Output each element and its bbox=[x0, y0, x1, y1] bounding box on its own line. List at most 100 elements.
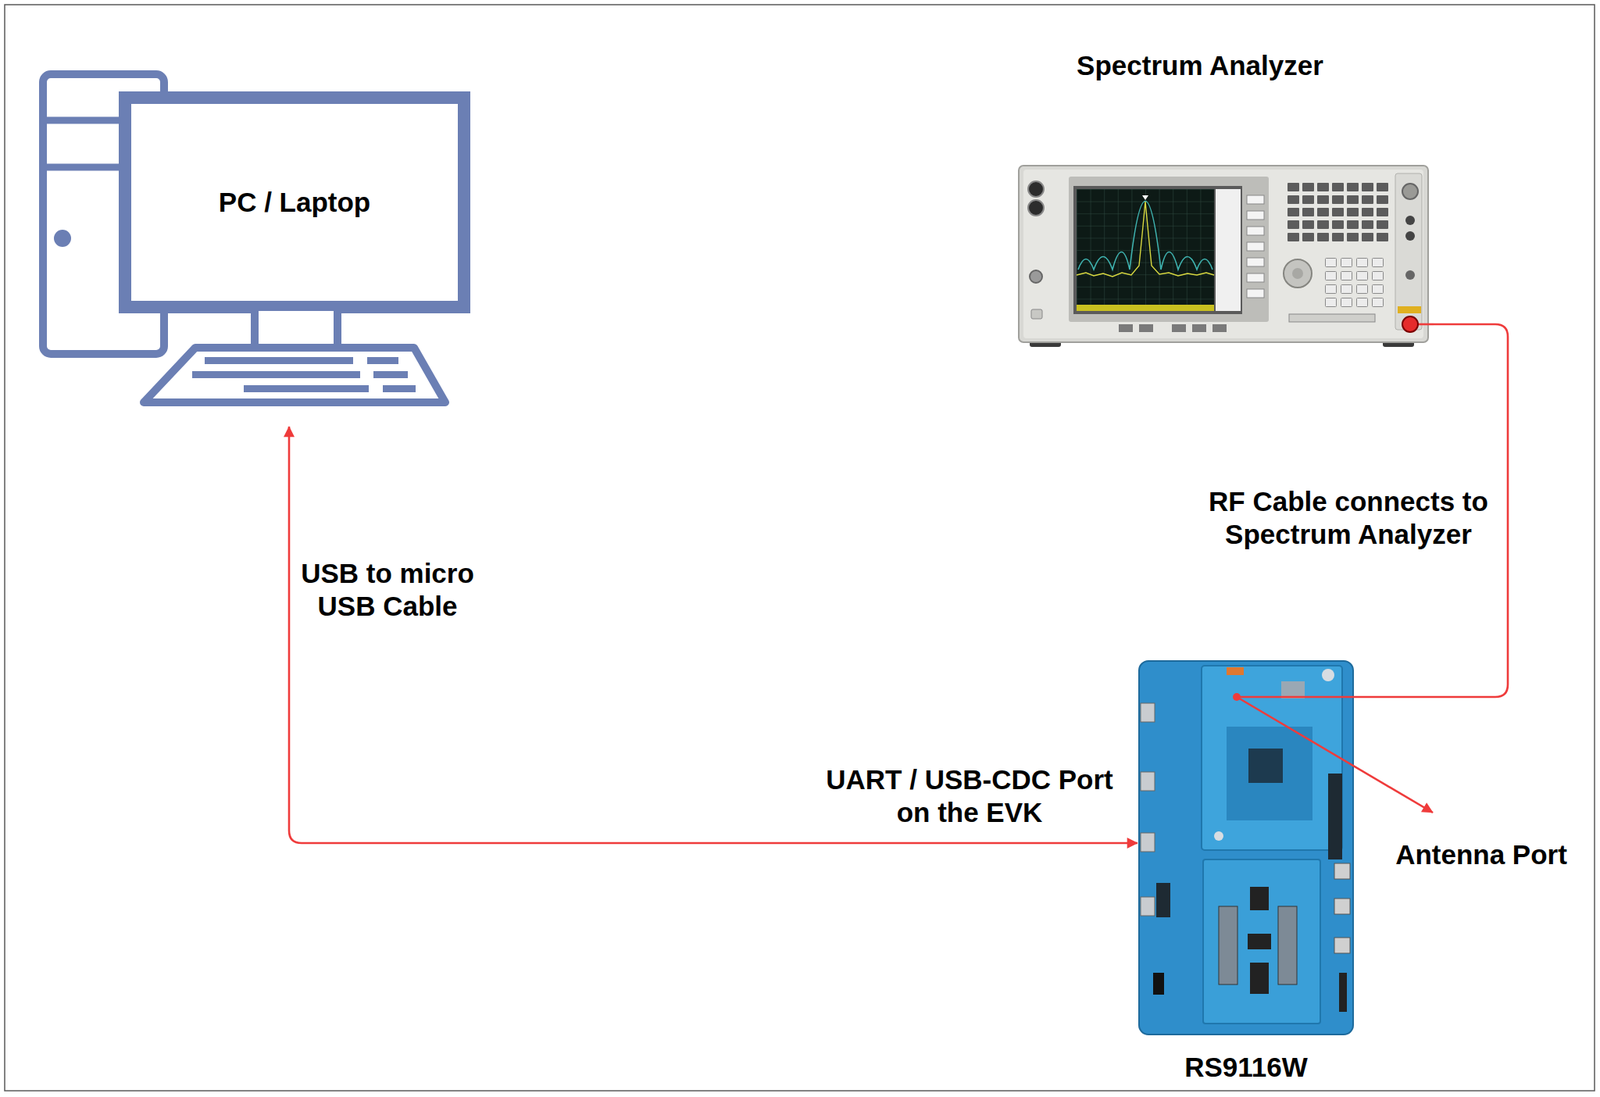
analyzer-illustration-part bbox=[1246, 242, 1265, 251]
analyzer-illustration-part bbox=[1028, 200, 1044, 216]
cable-label: RF Cable connects to Spectrum Analyzer bbox=[1199, 485, 1498, 551]
analyzer-illustration-part bbox=[1405, 231, 1415, 241]
analyzer-illustration-part bbox=[1018, 165, 1429, 343]
evk-board-illustration-part bbox=[1226, 667, 1244, 675]
evk-board: RS9116W bbox=[1137, 657, 1355, 1086]
analyzer-illustration-part bbox=[1073, 185, 1243, 315]
analyzer-illustration-part bbox=[1397, 306, 1422, 314]
evk-board-illustration-part bbox=[1214, 831, 1224, 841]
evk-board-illustration-part bbox=[1334, 898, 1350, 915]
analyzer-illustration-part bbox=[1402, 183, 1418, 200]
analyzer-illustration-part bbox=[1405, 215, 1415, 225]
evk-board-illustration-part bbox=[1328, 773, 1343, 860]
computer-illustration bbox=[31, 66, 477, 427]
computer-icon: PC / Laptop bbox=[31, 66, 477, 427]
page-frame bbox=[4, 4, 1595, 1091]
cable-label-holder: RF Cable connects to Spectrum Analyzer bbox=[1199, 485, 1498, 551]
port-label-holder: UART / USB-CDC Port on the EVK bbox=[814, 763, 1125, 829]
computer-illustration-part bbox=[42, 117, 129, 125]
evk-board-illustration-part bbox=[1156, 882, 1171, 918]
analyzer-illustration-part bbox=[1139, 324, 1154, 333]
evk-board-illustration-part bbox=[1278, 906, 1297, 985]
analyzer-illustration-part bbox=[1142, 195, 1149, 200]
evk-board-illustration-part bbox=[1247, 933, 1272, 950]
evk-board-illustration-part bbox=[1140, 896, 1155, 916]
computer-illustration-part bbox=[382, 385, 416, 393]
evk-board-illustration-part bbox=[1334, 863, 1350, 879]
instrument-title: Spectrum Analyzer bbox=[1076, 49, 1324, 83]
evk-board-illustration-part bbox=[1153, 972, 1165, 995]
analyzer-illustration-part bbox=[1287, 182, 1392, 246]
cable-label: USB to micro USB Cable bbox=[285, 557, 490, 623]
evk-board-illustration-part bbox=[1236, 696, 1433, 813]
analyzer-illustration-part bbox=[1078, 201, 1213, 271]
text-area: Spectrum Analyzer bbox=[1015, 46, 1385, 85]
evk-board-illustration-part bbox=[1140, 832, 1155, 852]
evk-board-illustration-part bbox=[1339, 972, 1347, 1012]
analyzer-illustration-part bbox=[1068, 176, 1269, 322]
port-label: UART / USB-CDC Port on the EVK bbox=[814, 763, 1125, 829]
evk-board-illustration-part bbox=[1321, 668, 1335, 682]
computer-illustration-part bbox=[125, 97, 465, 308]
evk-board-illustration-part bbox=[1140, 771, 1155, 791]
analyzer-illustration-part bbox=[1246, 195, 1265, 204]
analyzer-illustration-part bbox=[1246, 273, 1265, 283]
computer-label: PC / Laptop bbox=[218, 185, 371, 219]
evk-board-illustration-part bbox=[1226, 726, 1313, 821]
text-area: PC / Laptop bbox=[131, 103, 458, 301]
evk-board-illustration-part bbox=[1139, 660, 1354, 1035]
computer-illustration-part bbox=[143, 347, 446, 403]
analyzer-illustration-part bbox=[1192, 324, 1207, 333]
evk-board-illustration-part bbox=[1250, 962, 1269, 994]
evk-board-illustration-part bbox=[1201, 665, 1343, 850]
evk-board-illustration bbox=[1137, 657, 1355, 1086]
analyzer-illustration-part bbox=[1215, 189, 1241, 311]
analyzer-illustration-part bbox=[1076, 189, 1215, 311]
evk-board-illustration-part bbox=[1236, 696, 1355, 699]
evk-board-illustration-part bbox=[1334, 937, 1350, 954]
board-name: RS9116W bbox=[1184, 1050, 1308, 1084]
analyzer-illustration-part bbox=[1029, 270, 1043, 283]
analyzer-illustration-part bbox=[1289, 314, 1375, 322]
computer-illustration-part bbox=[243, 385, 369, 393]
analyzer-illustration-part bbox=[1402, 316, 1418, 333]
spectrum-analyzer: Spectrum Analyzer bbox=[1015, 46, 1434, 352]
analyzer-illustration-part bbox=[1405, 270, 1415, 280]
analyzer-illustration-part bbox=[1246, 257, 1265, 267]
analyzer-illustration-part bbox=[1283, 259, 1312, 288]
analyzer-illustration bbox=[1015, 46, 1434, 352]
analyzer-illustration-part bbox=[1023, 169, 1424, 339]
analyzer-illustration-part bbox=[1031, 309, 1043, 319]
computer-illustration-part bbox=[367, 357, 399, 365]
analyzer-illustration-part bbox=[1395, 173, 1422, 330]
callout-label: Antenna Port bbox=[1378, 838, 1584, 872]
analyzer-illustration-part bbox=[1292, 267, 1304, 279]
analyzer-illustration-part bbox=[1246, 226, 1265, 236]
analyzer-illustration-part bbox=[1028, 181, 1044, 197]
computer-illustration-part bbox=[53, 229, 72, 247]
cable-label-holder: USB to micro USB Cable bbox=[285, 557, 490, 623]
analyzer-illustration-part bbox=[1212, 324, 1227, 333]
computer-illustration-part bbox=[192, 371, 361, 379]
evk-board-illustration-part bbox=[1203, 859, 1321, 1024]
evk-board-illustration-part bbox=[1248, 748, 1283, 783]
computer-illustration-part bbox=[42, 164, 129, 172]
computer-illustration-part bbox=[204, 357, 354, 365]
analyzer-illustration-part bbox=[1246, 289, 1265, 298]
evk-board-illustration-part bbox=[1250, 886, 1269, 911]
analyzer-illustration-part bbox=[1076, 201, 1215, 277]
analyzer-illustration-part bbox=[1325, 257, 1388, 311]
evk-board-illustration-part bbox=[1218, 906, 1238, 985]
analyzer-illustration-part bbox=[1118, 324, 1133, 333]
analyzer-illustration-part bbox=[1171, 324, 1186, 333]
computer-illustration-part bbox=[373, 371, 408, 379]
cable-connector bbox=[289, 426, 1138, 843]
evk-board-illustration-part bbox=[1140, 703, 1155, 722]
text-area: RS9116W bbox=[1137, 1048, 1355, 1086]
analyzer-illustration-part bbox=[1246, 210, 1265, 220]
callout-label-holder: Antenna Port bbox=[1378, 838, 1584, 872]
computer-illustration-part bbox=[254, 307, 338, 348]
analyzer-illustration-part bbox=[1076, 189, 1215, 311]
analyzer-illustration-part bbox=[1076, 304, 1215, 311]
